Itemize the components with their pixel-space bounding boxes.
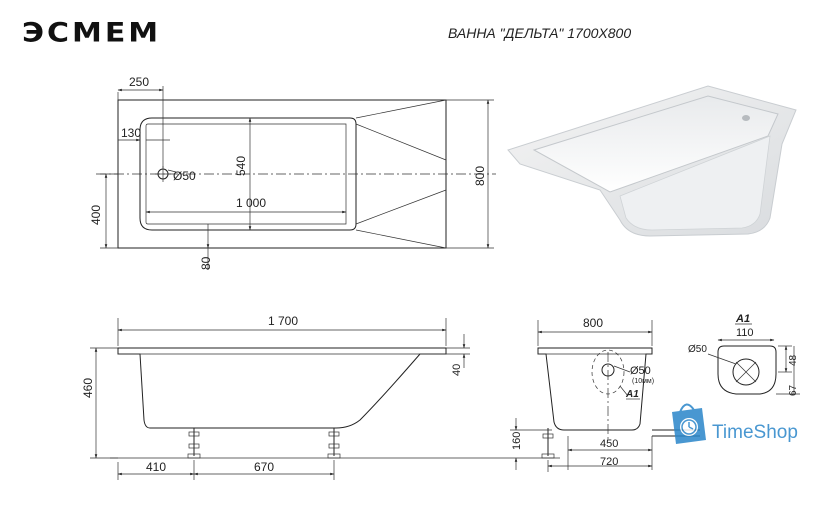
- detail-a1: A1 110 Ø50 48 67: [688, 313, 800, 396]
- dim-800: 800: [473, 166, 487, 186]
- dim-160: 160: [511, 432, 523, 450]
- side-view: 1 700 460 40 410 670: [81, 314, 560, 480]
- dim-450: 450: [600, 438, 618, 450]
- dim-80: 80: [199, 256, 213, 270]
- end-view-a1-label: A1: [625, 389, 639, 400]
- side-view-outline: [117, 347, 447, 429]
- dim-400: 400: [89, 205, 103, 225]
- watermark-text: TimeShop: [712, 422, 798, 443]
- dim-1000: 1 000: [236, 196, 266, 210]
- side-view-leg-1: [187, 428, 201, 459]
- clock-icon: [681, 419, 697, 435]
- dim-40: 40: [451, 364, 463, 376]
- end-view: 800 Ø50 (10мм) A1 160 450 720: [510, 316, 700, 472]
- dim-460: 460: [81, 378, 95, 398]
- end-view-leg: [541, 428, 555, 459]
- top-view-bowl: [139, 117, 357, 231]
- dim-drain-phi50: Ø50: [173, 169, 196, 183]
- dim-detail-phi50: Ø50: [688, 344, 707, 355]
- dim-110: 110: [736, 327, 754, 339]
- top-view: 250 130 540 Ø50 1 000 400 80 800: [89, 75, 496, 270]
- timeshop-watermark: TimeShop: [672, 403, 798, 444]
- dim-720: 720: [600, 456, 618, 468]
- bathtub-product-image: [507, 85, 797, 237]
- brand-logo-text: ЭСМЕМ: [22, 17, 161, 48]
- drawing-title: ВАННА "ДЕЛЬТА" 1700Х800: [448, 25, 631, 41]
- dim-48: 48: [788, 354, 799, 366]
- dim-250: 250: [129, 75, 149, 89]
- side-view-leg-2: [327, 428, 341, 459]
- dim-end-phi50: Ø50: [630, 365, 651, 377]
- detail-a1-hole: [732, 358, 760, 386]
- dim-410: 410: [146, 460, 166, 474]
- detail-a1-outline: [717, 345, 777, 395]
- detail-a1-label: A1: [735, 313, 750, 325]
- dim-670: 670: [254, 460, 274, 474]
- dim-1700: 1 700: [268, 314, 298, 328]
- brand-logo: ЭСМЕМ: [22, 17, 161, 48]
- dim-67: 67: [788, 384, 799, 396]
- end-view-outline: [537, 347, 653, 431]
- dim-130: 130: [121, 126, 141, 140]
- dim-end-800: 800: [583, 316, 603, 330]
- dim-540: 540: [234, 156, 248, 176]
- dim-end-10mm: (10мм): [632, 378, 654, 385]
